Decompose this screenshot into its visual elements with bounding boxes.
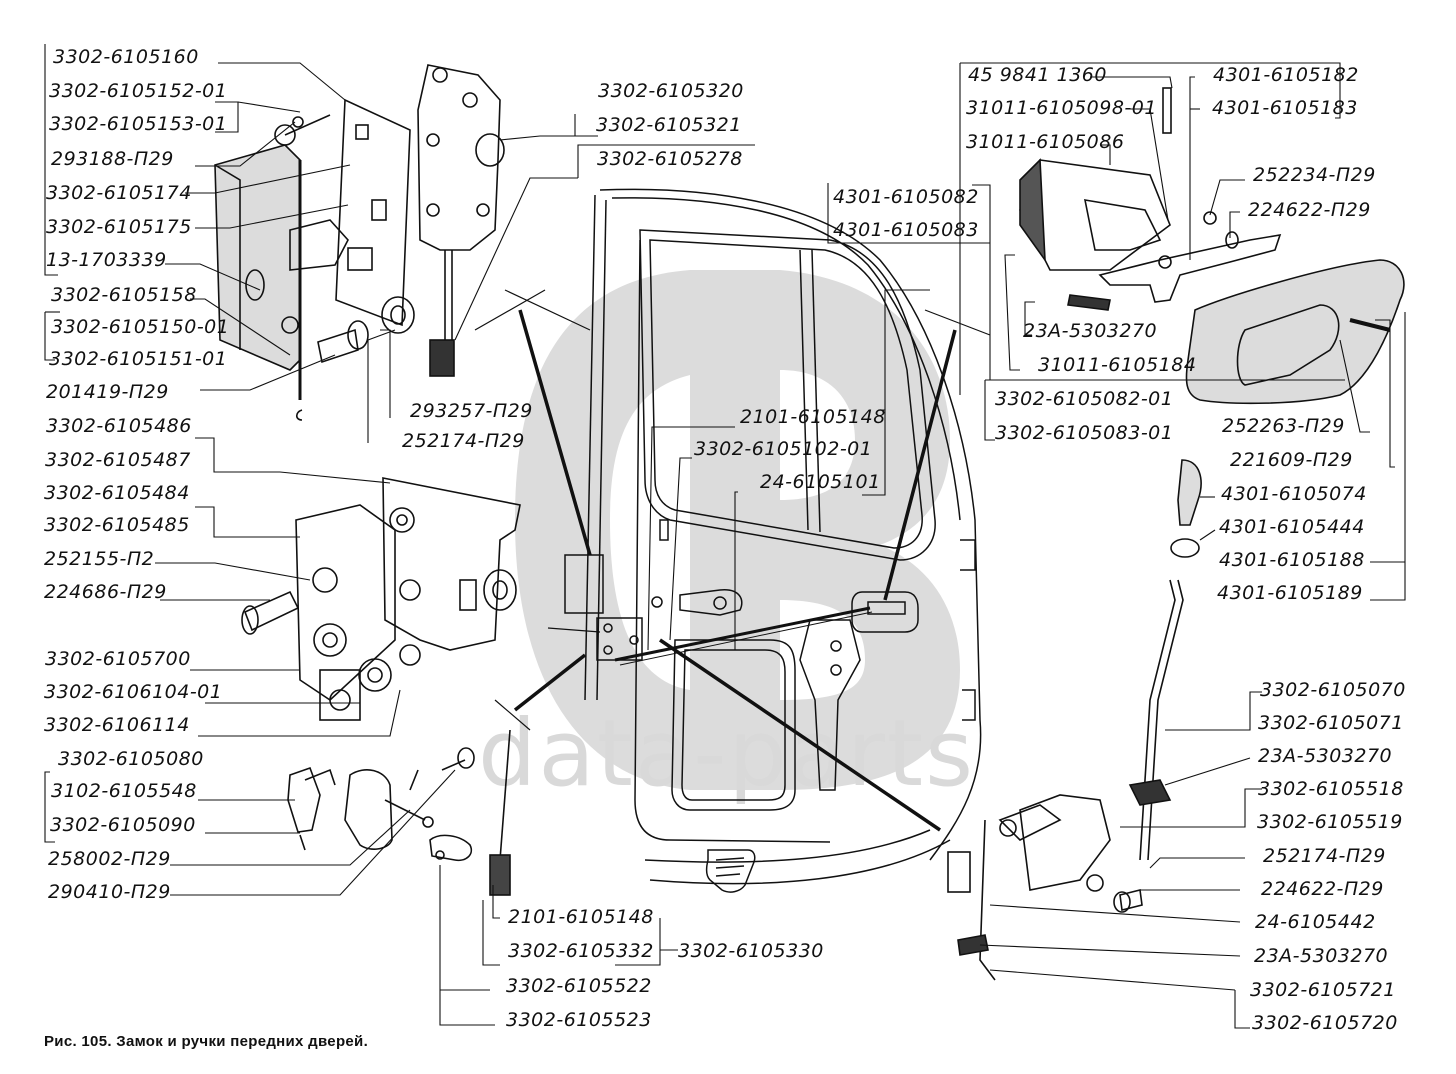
part-label: 224686-П29 <box>44 581 167 603</box>
part-label: 3302-6105083-01 <box>995 422 1174 444</box>
lock-mechanism <box>241 477 521 721</box>
part-label: 252263-П29 <box>1222 415 1345 437</box>
part-label: 252234-П29 <box>1253 164 1376 186</box>
part-label: 201419-П29 <box>46 381 169 403</box>
part-label: 4301-6105444 <box>1219 516 1365 538</box>
watermark-text: data-parts <box>478 700 976 807</box>
part-label: 3302-6105152-01 <box>49 80 228 102</box>
part-label: 3302-6105486 <box>46 415 192 437</box>
part-label: 31011-6105184 <box>1038 354 1197 376</box>
part-label: 3302-6105484 <box>44 482 190 504</box>
part-label: 3302-6105320 <box>598 80 744 102</box>
door-hinge-plate <box>417 64 505 377</box>
part-label: 252174-П29 <box>402 430 525 452</box>
part-label: 3302-6105151-01 <box>49 348 228 370</box>
part-label: 224622-П29 <box>1261 878 1384 900</box>
part-label: 31011-6105086 <box>966 131 1125 153</box>
part-label: 3302-6105174 <box>46 182 192 204</box>
part-label: 45 9841 1360 <box>968 64 1107 86</box>
part-label: 3302-6105150-01 <box>51 316 230 338</box>
part-label: 2101-6105148 <box>740 406 886 428</box>
part-label: 293188-П29 <box>51 148 174 170</box>
leader-lines <box>44 44 1406 1029</box>
part-label: 258002-П29 <box>48 848 171 870</box>
part-label: 3302-6105519 <box>1257 811 1403 833</box>
part-label: 4301-6105074 <box>1221 483 1367 505</box>
figure-caption: Рис. 105. Замок и ручки передних дверей. <box>44 1033 369 1050</box>
part-label: 4301-6105183 <box>1212 97 1358 119</box>
part-label: 24-6105101 <box>760 471 881 493</box>
hinge-assembly <box>214 98 415 421</box>
part-label: 4301-6105189 <box>1217 582 1363 604</box>
part-label: 3302-6105700 <box>45 648 191 670</box>
part-label: 3302-6105175 <box>46 216 192 238</box>
part-label: 3302-6105485 <box>44 514 190 536</box>
part-label: 23А-5303270 <box>1023 320 1158 342</box>
part-label: 3302-6105090 <box>50 814 196 836</box>
part-label: 23А-5303270 <box>1254 945 1389 967</box>
door-panel <box>564 188 982 893</box>
part-label: 3302-6105158 <box>51 284 197 306</box>
part-label: 3302-6105160 <box>53 46 199 68</box>
outside-handle <box>1019 87 1405 405</box>
part-label: 3302-6105082-01 <box>995 388 1174 410</box>
part-label: 290410-П29 <box>48 881 171 903</box>
part-label: 3302-6105720 <box>1252 1012 1398 1034</box>
part-label: 3302-6105153-01 <box>49 113 228 135</box>
part-label: 3302-6105332 <box>508 940 654 962</box>
inside-lock-lever <box>947 794 1143 981</box>
part-label: 3302-6105487 <box>45 449 191 471</box>
part-label: 3302-6105523 <box>506 1009 652 1031</box>
part-label: 4301-6105083 <box>833 219 979 241</box>
part-label: 252155-П2 <box>44 548 155 570</box>
part-label: 221609-П29 <box>1230 449 1353 471</box>
part-label: 13-1703339 <box>46 249 167 271</box>
part-label: 3302-6105071 <box>1258 712 1404 734</box>
part-label: 4301-6105188 <box>1219 549 1365 571</box>
part-label: 24-6105442 <box>1255 911 1376 933</box>
part-label: 3302-6105321 <box>596 114 742 136</box>
part-label: 3302-6105518 <box>1258 778 1404 800</box>
part-label: 31011-6105098-01 <box>966 97 1157 119</box>
part-label: 3302-6105102-01 <box>694 438 873 460</box>
key-cylinder <box>287 729 511 896</box>
part-label: 3302-6106114 <box>44 714 190 736</box>
part-label: 3102-6105548 <box>51 780 197 802</box>
part-label: 4301-6105182 <box>1213 64 1359 86</box>
part-label: 3302-6105070 <box>1260 679 1406 701</box>
part-label: 3302-6105278 <box>597 148 743 170</box>
part-label: 252174-П29 <box>1263 845 1386 867</box>
part-label: 3302-6106104-01 <box>44 681 223 703</box>
part-label: 224622-П29 <box>1248 199 1371 221</box>
part-label: 3302-6105080 <box>58 748 204 770</box>
part-label: 23А-5303270 <box>1258 745 1393 767</box>
part-label: 2101-6105148 <box>508 906 654 928</box>
part-label: 3302-6105330 <box>678 940 824 962</box>
part-label: 293257-П29 <box>410 400 533 422</box>
part-label: 4301-6105082 <box>833 186 979 208</box>
part-label: 3302-6105522 <box>506 975 652 997</box>
part-label: 3302-6105721 <box>1250 979 1396 1001</box>
lock-button-assembly <box>1128 459 1202 861</box>
